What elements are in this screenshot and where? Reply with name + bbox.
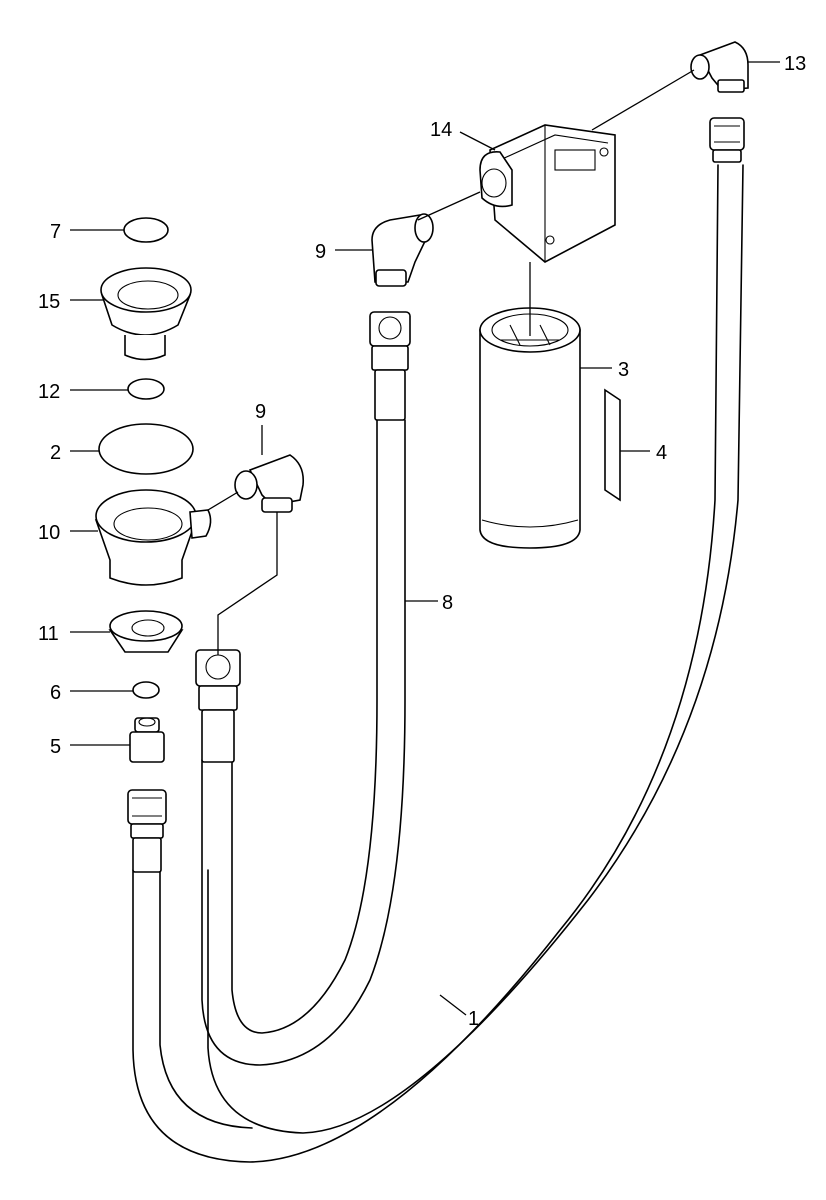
hose-1-end-fitting-top <box>709 117 745 163</box>
o-ring-12 <box>127 378 165 400</box>
callout-9-lower: 9 <box>255 401 266 423</box>
o-ring-7 <box>123 217 169 243</box>
callout-13: 13 <box>784 53 806 75</box>
gasket-2 <box>98 423 194 475</box>
callout-3: 3 <box>618 359 629 381</box>
filter-head-14 <box>479 124 616 263</box>
hose-1 <box>127 117 745 1163</box>
elbow-fitting-13 <box>690 41 749 93</box>
callout-9-upper: 9 <box>315 241 326 263</box>
callout-11: 11 <box>38 623 59 645</box>
callout-6: 6 <box>50 682 61 704</box>
decal-4 <box>604 388 621 502</box>
hose-8-end-fitting-top <box>369 311 411 421</box>
o-ring-6 <box>132 681 160 699</box>
callout-5: 5 <box>50 736 61 758</box>
elbow-fitting-9-lower <box>234 454 305 513</box>
callout-2: 2 <box>50 442 61 464</box>
callout-15: 15 <box>38 291 60 313</box>
elbow-fitting-9-upper <box>371 213 434 287</box>
callout-12: 12 <box>38 381 60 403</box>
adapter-15 <box>100 267 192 361</box>
callout-1: 1 <box>468 1008 479 1030</box>
housing-10 <box>94 489 212 586</box>
callout-8: 8 <box>442 592 453 614</box>
callout-10: 10 <box>38 522 60 544</box>
hose-8-end-fitting-bottom <box>195 649 241 763</box>
nut-11 <box>108 610 184 653</box>
callout-labels: 7 15 12 2 10 11 6 5 9 9 14 13 3 4 8 1 <box>38 53 806 1030</box>
filter-element-3 <box>479 307 581 549</box>
fitting-5 <box>129 717 165 763</box>
callout-7: 7 <box>50 221 61 243</box>
callout-4: 4 <box>656 442 667 464</box>
hose-1-end-fitting-bottom <box>127 789 167 873</box>
callout-14: 14 <box>430 119 452 141</box>
hose-8 <box>195 311 411 1066</box>
leader-lines <box>70 61 780 1016</box>
